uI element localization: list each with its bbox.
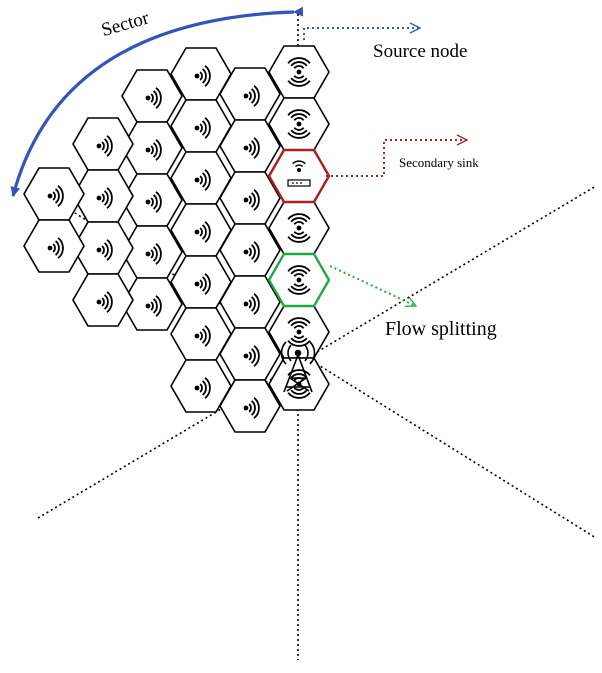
source-node-label: Source node [373, 41, 468, 62]
hex-cell [268, 201, 330, 255]
sector-arc-arrow [10, 6, 304, 197]
sector-boundary-lines [37, 14, 597, 660]
hex-cell [72, 273, 134, 327]
source-node-pointer [303, 28, 420, 40]
hex-cell [23, 219, 85, 273]
hex-cell [121, 277, 183, 331]
boundary-line-ascending [37, 185, 597, 519]
hex-cell [72, 221, 134, 275]
highlight-outline [267, 252, 331, 308]
hex-cell [219, 223, 281, 277]
hexagon-cells [23, 45, 331, 433]
secondary-sink-label: Secondary sink [399, 155, 479, 170]
cell-tower-icon [280, 341, 316, 393]
flow-splitting-label: Flow splitting [385, 318, 497, 340]
hex-cell [23, 167, 85, 221]
secondary-sink-pointer [326, 140, 467, 177]
hex-cell [170, 359, 232, 413]
hex-cell [72, 117, 134, 171]
hex-cell [219, 379, 281, 433]
hex-cell [219, 275, 281, 329]
flow-splitting-pointer [329, 265, 416, 306]
